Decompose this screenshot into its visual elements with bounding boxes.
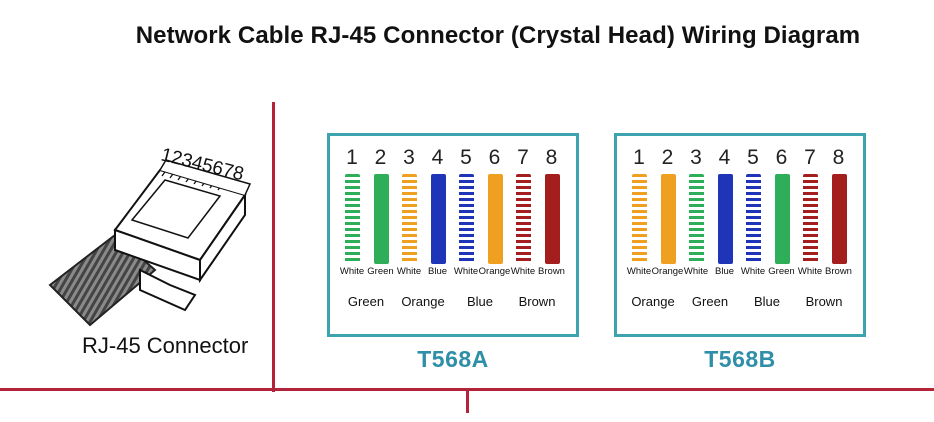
wire-label: White (339, 266, 365, 277)
wire-white-brown (803, 174, 818, 264)
wire-label: White (396, 266, 422, 277)
pin-number: 4 (718, 146, 731, 169)
pair-label: Brown (518, 294, 556, 309)
wire-label: White (510, 266, 536, 277)
pin-number: 6 (775, 146, 788, 169)
wire-label: White (453, 266, 479, 277)
wire-green (373, 174, 389, 264)
wire-label: Green (367, 266, 394, 277)
divider-stub (466, 391, 469, 413)
pair-labels: Orange Green Blue Brown (621, 294, 859, 312)
wire-white-green (345, 174, 360, 264)
t568a-label: T568A (417, 346, 489, 372)
pair-label: Green (347, 294, 385, 309)
wire-label: White (740, 266, 766, 277)
diagram-title: Network Cable RJ-45 Connector (Crystal H… (135, 22, 861, 49)
wire-brown (831, 174, 847, 264)
rj45-connector-illustration: 12345678 (48, 144, 252, 327)
pin-number: 2 (661, 146, 674, 169)
wire-label: Brown (825, 266, 852, 277)
wire-label: Orange (478, 266, 511, 277)
connector-caption: RJ-45 Connector (82, 333, 249, 358)
pin-number: 4 (431, 146, 444, 169)
wire-white-brown (516, 174, 531, 264)
pin-number: 3 (403, 146, 415, 169)
pair-label: Blue (466, 294, 494, 309)
t568b-label: T568B (704, 346, 776, 372)
wire-blue (717, 174, 733, 264)
wire-white-blue (746, 174, 761, 264)
pin-number: 7 (804, 146, 816, 169)
wire-green (774, 174, 790, 264)
pin-number: 1 (633, 146, 645, 169)
pin-number: 8 (545, 146, 558, 169)
pair-labels: Green Orange Blue Brown (334, 294, 572, 312)
wire-label: Blue (427, 266, 448, 277)
wire-orange (660, 174, 676, 264)
wire-label: Orange (651, 266, 684, 277)
pin-number: 8 (832, 146, 845, 169)
wire-label: Blue (714, 266, 735, 277)
pin-number: 3 (690, 146, 702, 169)
horizontal-divider (0, 388, 934, 391)
wire-label: Green (768, 266, 795, 277)
pin-number: 5 (747, 146, 759, 169)
pair-label: Orange (631, 294, 675, 309)
wire-white-green (689, 174, 704, 264)
pair-label: Blue (753, 294, 781, 309)
pin-number: 5 (460, 146, 472, 169)
pin-number: 1 (346, 146, 358, 169)
wire-strips (342, 174, 564, 264)
wire-label: White (626, 266, 652, 277)
wire-strips (629, 174, 851, 264)
pin-number: 2 (374, 146, 387, 169)
pin-number: 7 (517, 146, 529, 169)
pair-label: Brown (805, 294, 843, 309)
pair-label: Orange (401, 294, 445, 309)
wire-orange (487, 174, 503, 264)
wire-label: Brown (538, 266, 565, 277)
pair-label: Green (691, 294, 729, 309)
wire-brown (544, 174, 560, 264)
wire-label: White (683, 266, 709, 277)
pin-number: 6 (488, 146, 501, 169)
vertical-divider (272, 102, 275, 392)
wire-white-orange (402, 174, 417, 264)
wire-white-blue (459, 174, 474, 264)
wire-white-orange (632, 174, 647, 264)
wire-label: White (797, 266, 823, 277)
wire-blue (430, 174, 446, 264)
